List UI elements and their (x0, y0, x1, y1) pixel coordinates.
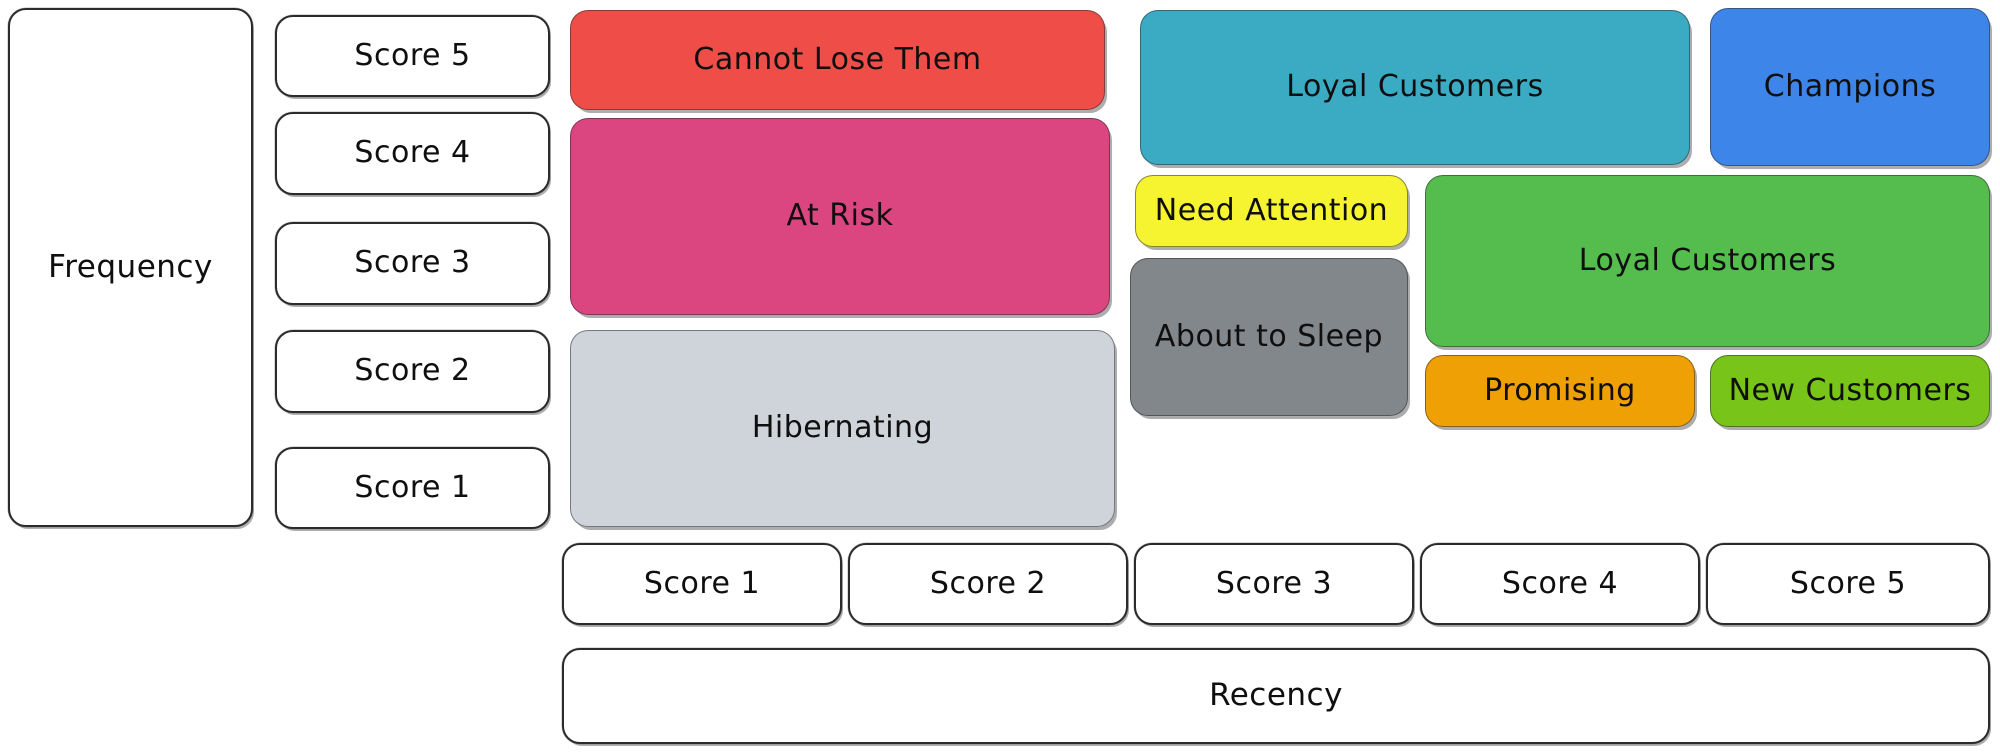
frequency-score-5-label: Score 5 (354, 37, 471, 73)
frequency-score-5: Score 5 (275, 15, 550, 97)
segment-cannot-lose-them-label: Cannot Lose Them (693, 41, 982, 77)
recency-score-2-label: Score 2 (929, 565, 1047, 601)
recency-score-5: Score 5 (1706, 543, 1990, 625)
segment-need-attention-label: Need Attention (1154, 192, 1389, 228)
segment-champions[interactable]: Champions (1710, 8, 1990, 166)
segment-about-to-sleep-label: About to Sleep (1154, 318, 1384, 354)
segment-promising-label: Promising (1484, 372, 1636, 408)
recency-axis-text: Recency (1209, 677, 1343, 714)
recency-score-4-label: Score 4 (1501, 565, 1619, 601)
recency-score-2: Score 2 (848, 543, 1128, 625)
segment-loyal-customers-green-label: Loyal Customers (1578, 242, 1837, 278)
recency-score-4: Score 4 (1420, 543, 1700, 625)
segment-cannot-lose-them[interactable]: Cannot Lose Them (570, 10, 1105, 110)
segment-about-to-sleep[interactable]: About to Sleep (1130, 258, 1408, 416)
segment-new-customers[interactable]: New Customers (1710, 355, 1990, 427)
recency-score-1: Score 1 (562, 543, 842, 625)
frequency-axis-text: Frequency (48, 248, 213, 285)
segment-loyal-customers-green[interactable]: Loyal Customers (1425, 175, 1990, 347)
segment-promising[interactable]: Promising (1425, 355, 1695, 427)
frequency-axis-label: Frequency (8, 8, 253, 527)
segment-loyal-customers-teal-label: Loyal Customers (1286, 69, 1544, 105)
segment-new-customers-label: New Customers (1728, 372, 1972, 408)
segment-need-attention[interactable]: Need Attention (1135, 175, 1408, 247)
segment-champions-label: Champions (1763, 68, 1937, 104)
frequency-score-2: Score 2 (275, 330, 550, 413)
segment-hibernating-label: Hibernating (751, 410, 934, 446)
segment-loyal-customers-teal[interactable]: Loyal Customers (1140, 10, 1690, 165)
recency-score-1-label: Score 1 (643, 565, 761, 601)
segment-at-risk[interactable]: At Risk (570, 118, 1110, 315)
frequency-score-4-label: Score 4 (354, 135, 471, 171)
segment-at-risk-label: At Risk (786, 198, 894, 234)
frequency-score-2-label: Score 2 (354, 353, 471, 389)
segment-hibernating[interactable]: Hibernating (570, 330, 1115, 527)
recency-score-3-label: Score 3 (1215, 565, 1333, 601)
recency-score-3: Score 3 (1134, 543, 1414, 625)
frequency-score-4: Score 4 (275, 112, 550, 195)
recency-axis-label: Recency (562, 648, 1990, 744)
frequency-score-3: Score 3 (275, 222, 550, 305)
frequency-score-1: Score 1 (275, 447, 550, 529)
frequency-score-3-label: Score 3 (354, 245, 471, 281)
frequency-score-1-label: Score 1 (354, 469, 471, 505)
recency-score-5-label: Score 5 (1789, 565, 1907, 601)
